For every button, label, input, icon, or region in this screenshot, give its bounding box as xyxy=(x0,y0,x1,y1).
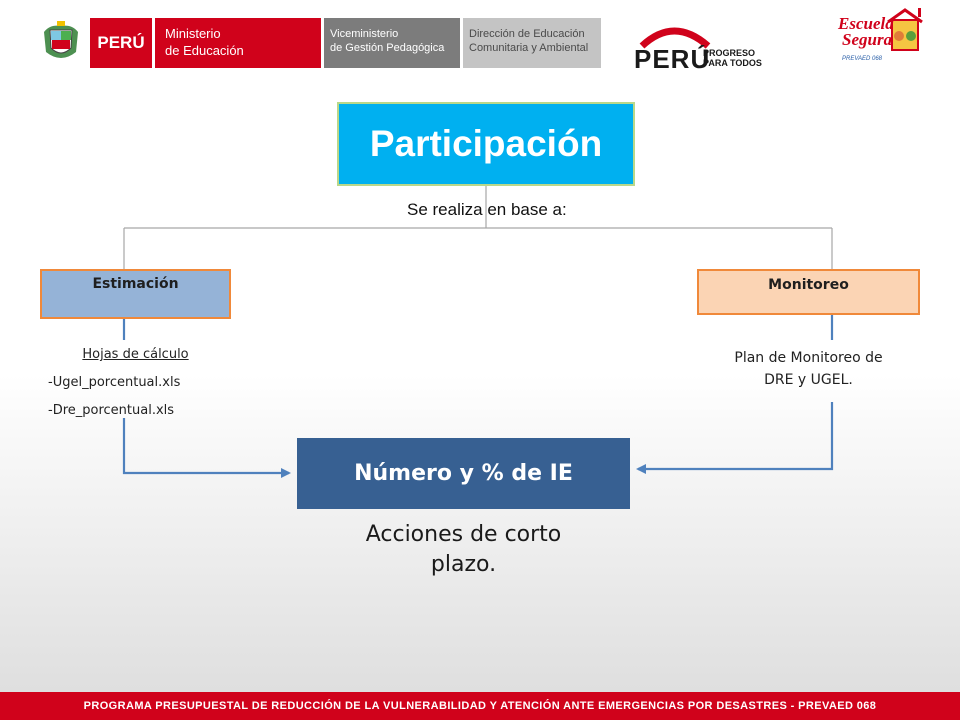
minedu-logo-bar: PERÚ Ministerio de Educación Viceministe… xyxy=(90,18,601,68)
direccion-line-2: Comunitaria y Ambiental xyxy=(469,42,589,54)
acciones-line-2: plazo. xyxy=(430,552,497,577)
peru-brand-word: PERÚ xyxy=(634,44,711,74)
peru-tag-line-2: PARA TODOS xyxy=(703,58,762,68)
footer-banner: PROGRAMA PRESUPUESTAL DE REDUCCIÓN DE LA… xyxy=(0,692,960,720)
monitoreo-line-2: DRE y UGEL. xyxy=(764,372,853,388)
arrow-estimacion-to-numero xyxy=(122,418,291,478)
escuela-segura-logo-icon xyxy=(887,8,923,51)
vice-line-1: Viceministerio xyxy=(330,28,399,40)
vice-line-2: de Gestión Pedagógica xyxy=(330,42,445,54)
ministerio-label: Ministerio de Educación xyxy=(155,18,321,68)
acciones-line-1: Acciones de corto xyxy=(365,522,562,547)
ministerio-line-1: Ministerio xyxy=(165,26,221,41)
estimacion-file-1: -Ugel_porcentual.xls xyxy=(48,375,181,390)
estimacion-node: Estimación xyxy=(40,269,231,319)
monitoreo-node: Monitoreo xyxy=(697,269,920,315)
escuela-line-1: Escuela xyxy=(838,14,894,33)
escuela-line-2: Segura xyxy=(842,30,893,49)
arrow-monitoreo-to-numero xyxy=(636,402,834,474)
minedu-peru-label: PERÚ xyxy=(90,18,152,68)
estimacion-heading: Hojas de cálculo xyxy=(82,347,189,362)
participacion-node: Participación xyxy=(337,102,635,186)
peru-arch-icon xyxy=(639,27,711,49)
direccion-label: Dirección de Educación Comunitaria y Amb… xyxy=(463,18,601,68)
viceministerio-label: Viceministerio de Gestión Pedagógica xyxy=(324,18,460,68)
estimacion-file-2: -Dre_porcentual.xls xyxy=(48,403,175,418)
participacion-subtitle: Se realiza en base a: xyxy=(407,200,567,219)
escuela-line-3: PREVAED 068 xyxy=(842,56,883,62)
direccion-line-1: Dirección de Educación xyxy=(469,28,585,40)
peru-tag-line-1: PROGRESO xyxy=(703,48,756,58)
acciones-text: Acciones de corto plazo. xyxy=(297,520,630,580)
numero-node: Número y % de IE xyxy=(297,438,630,509)
peru-brand-tagline: PROGRESO PARA TODOS xyxy=(703,48,762,68)
coat-of-arms-icon xyxy=(44,21,78,59)
monitoreo-line-1: Plan de Monitoreo de xyxy=(734,350,883,366)
ministerio-line-2: de Educación xyxy=(165,43,244,58)
